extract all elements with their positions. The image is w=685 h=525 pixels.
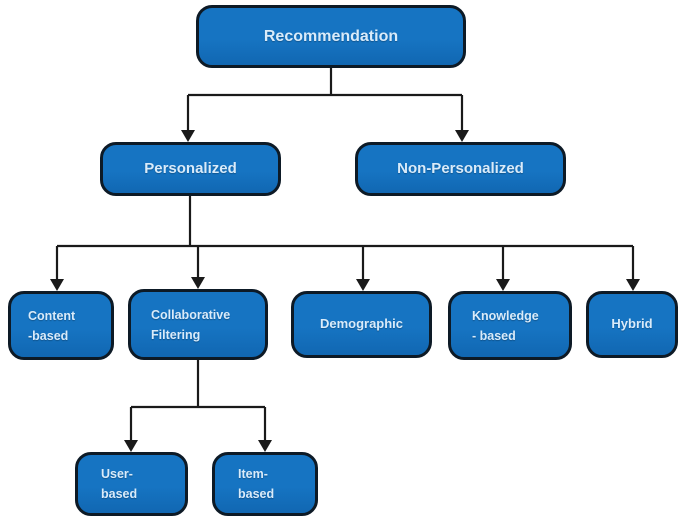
node-item-based: Item- based [212,452,318,516]
node-label: Demographic [319,316,404,332]
arrowhead [496,279,510,291]
edge-recommendation-children [186,68,464,131]
node-personalized: Personalized [100,142,281,196]
node-label: Hybrid [611,316,653,332]
arrowhead [191,277,205,289]
arrowhead [124,440,138,452]
node-label: User- based [101,467,138,501]
node-non-personalized: Non-Personalized [355,142,566,196]
node-user-based: User- based [75,452,188,516]
node-demographic: Demographic [291,291,432,358]
arrowhead [50,279,64,291]
arrowhead [455,130,469,142]
arrowhead [356,279,370,291]
node-collaborative-filtering: Collaborative Filtering [128,289,268,360]
node-hybrid: Hybrid [586,291,678,358]
arrowhead [626,279,640,291]
edge-personalized-children [55,196,635,280]
arrowhead [181,130,195,142]
node-label: Collaborative Filtering [151,307,231,342]
node-label: Recommendation [263,27,399,45]
node-label: Item- based [238,467,275,501]
edge-collaborative-children [129,360,267,440]
node-label: Knowledge - based [472,308,539,343]
node-content-based: Content -based [8,291,114,360]
node-label: Personalized [144,160,237,177]
node-label: Non-Personalized [397,160,524,177]
node-recommendation: Recommendation [196,5,466,68]
node-label: Content -based [28,308,76,343]
arrowhead [258,440,272,452]
node-knowledge-based: Knowledge - based [448,291,572,360]
